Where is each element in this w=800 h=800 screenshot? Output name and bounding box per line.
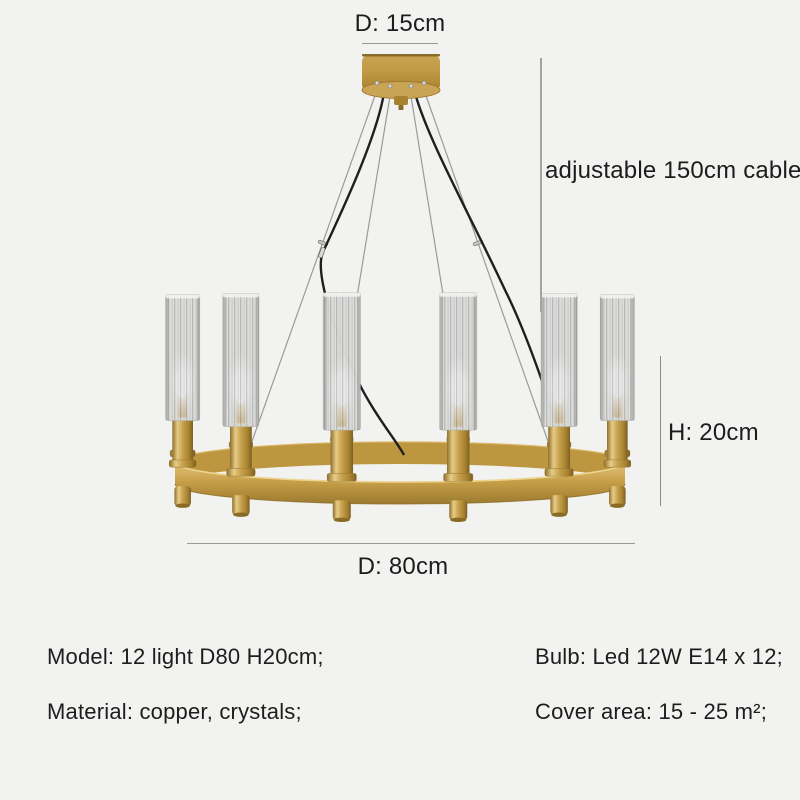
dim-line-cable	[540, 58, 542, 312]
cable-length-label: adjustable 150cm cable	[545, 157, 800, 184]
dim-line-diameter	[187, 543, 635, 544]
spec-bulb: Bulb: Led 12W E14 x 12;	[535, 644, 783, 669]
spec-cover-area: Cover area: 15 - 25 m²;	[535, 699, 768, 724]
spec-material: Material: copper, crystals;	[47, 699, 302, 724]
canopy-diameter-label: D: 15cm	[354, 10, 446, 37]
fixture-diameter-label: D: 80cm	[357, 553, 449, 580]
fixture-height-label: H: 20cm	[668, 419, 759, 446]
spec-model: Model: 12 light D80 H20cm;	[47, 644, 324, 669]
chandelier-illustration	[165, 54, 635, 523]
dim-line-canopy-diameter	[362, 43, 438, 44]
dim-line-height	[660, 356, 661, 506]
